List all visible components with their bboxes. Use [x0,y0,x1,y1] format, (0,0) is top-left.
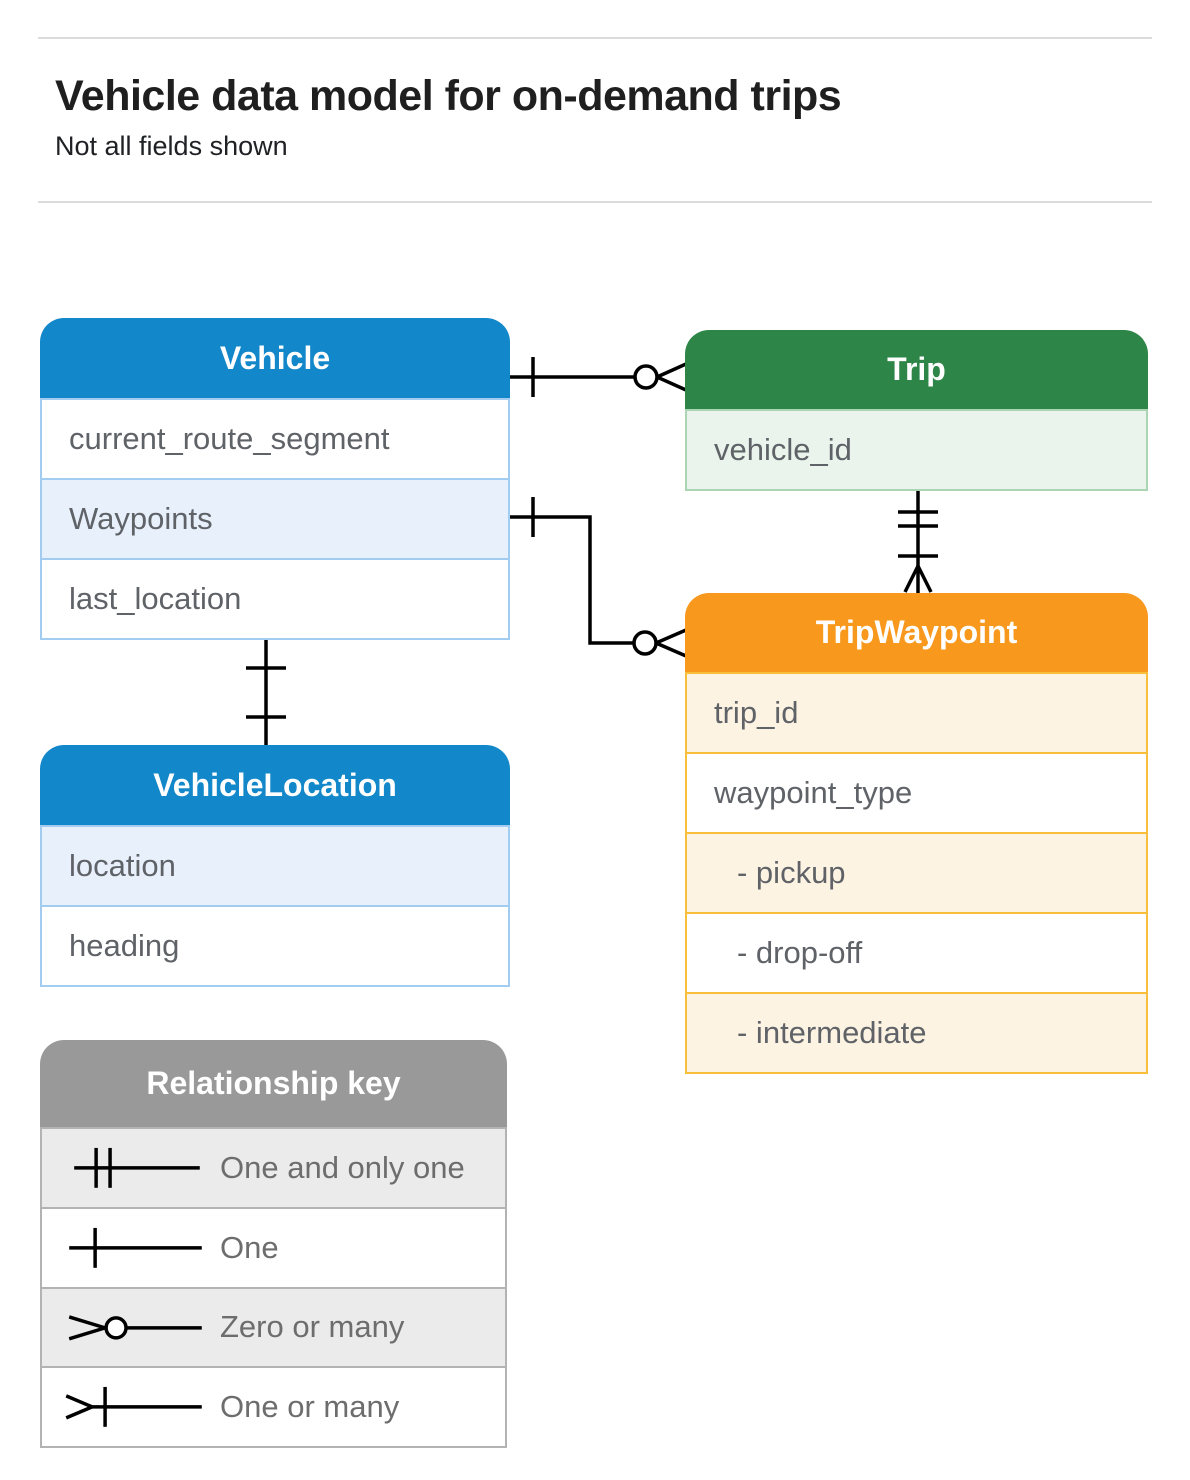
connector-waypoints-tripwaypoint [510,497,687,658]
one-or-many-symbol [65,1387,202,1428]
zero-or-many-symbol [68,1314,202,1341]
field-heading: heading [42,905,508,985]
connector-vehicle-trip [510,357,687,397]
legend-label: Zero or many [220,1309,405,1345]
legend-item-zero-or-many: Zero or many [42,1286,505,1367]
page-subtitle: Not all fields shown [55,131,288,161]
legend-label: One or many [220,1389,400,1425]
entity-vehicle: Vehicle current_route_segment Waypoints … [40,318,510,640]
relationship-key-title: Relationship key [40,1040,507,1127]
entity-tripwaypoint-title: TripWaypoint [685,593,1148,672]
field-waypoint-type: waypoint_type [687,752,1146,832]
entity-trip-fields: vehicle_id [685,409,1148,491]
field-waypoints: Waypoints [42,478,508,558]
relationship-key-items: One and only one One Zero or many [40,1127,507,1448]
field-vehicle-id: vehicle_id [687,411,1146,489]
field-location: location [42,827,508,905]
field-trip-id: trip_id [687,674,1146,752]
field-waypoint-type-pickup: - pickup [687,832,1146,912]
entity-vehiclelocation-fields: location heading [40,825,510,987]
entity-tripwaypoint: TripWaypoint trip_id waypoint_type - pic… [685,593,1148,1074]
legend-label: One and only one [220,1149,465,1185]
divider-top [38,37,1152,39]
entity-tripwaypoint-fields: trip_id waypoint_type - pickup - drop-of… [685,672,1148,1074]
entity-vehicle-fields: current_route_segment Waypoints last_loc… [40,398,510,640]
legend-label: One [220,1229,279,1265]
entity-trip: Trip vehicle_id [685,330,1148,491]
page-title: Vehicle data model for on-demand trips [55,72,842,120]
divider-header-bottom [38,201,1152,203]
legend-item-one-and-only-one: One and only one [42,1129,505,1207]
legend-item-one: One [42,1206,505,1287]
entity-trip-title: Trip [685,330,1148,409]
relationship-key: Relationship key One and only one One [40,1040,507,1448]
field-last-location: last_location [42,558,508,638]
field-current-route-segment: current_route_segment [42,400,508,478]
one-symbol [69,1227,202,1268]
field-waypoint-type-drop-off: - drop-off [687,912,1146,992]
connector-trip-tripwaypoint [898,489,938,593]
field-waypoint-type-intermediate: - intermediate [687,992,1146,1072]
connector-vehicle-vehiclelocation [246,638,286,745]
entity-vehiclelocation: VehicleLocation location heading [40,745,510,987]
entity-vehicle-title: Vehicle [40,318,510,398]
legend-item-one-or-many: One or many [42,1366,505,1446]
one-and-only-one-symbol [74,1147,200,1188]
entity-vehiclelocation-title: VehicleLocation [40,745,510,825]
